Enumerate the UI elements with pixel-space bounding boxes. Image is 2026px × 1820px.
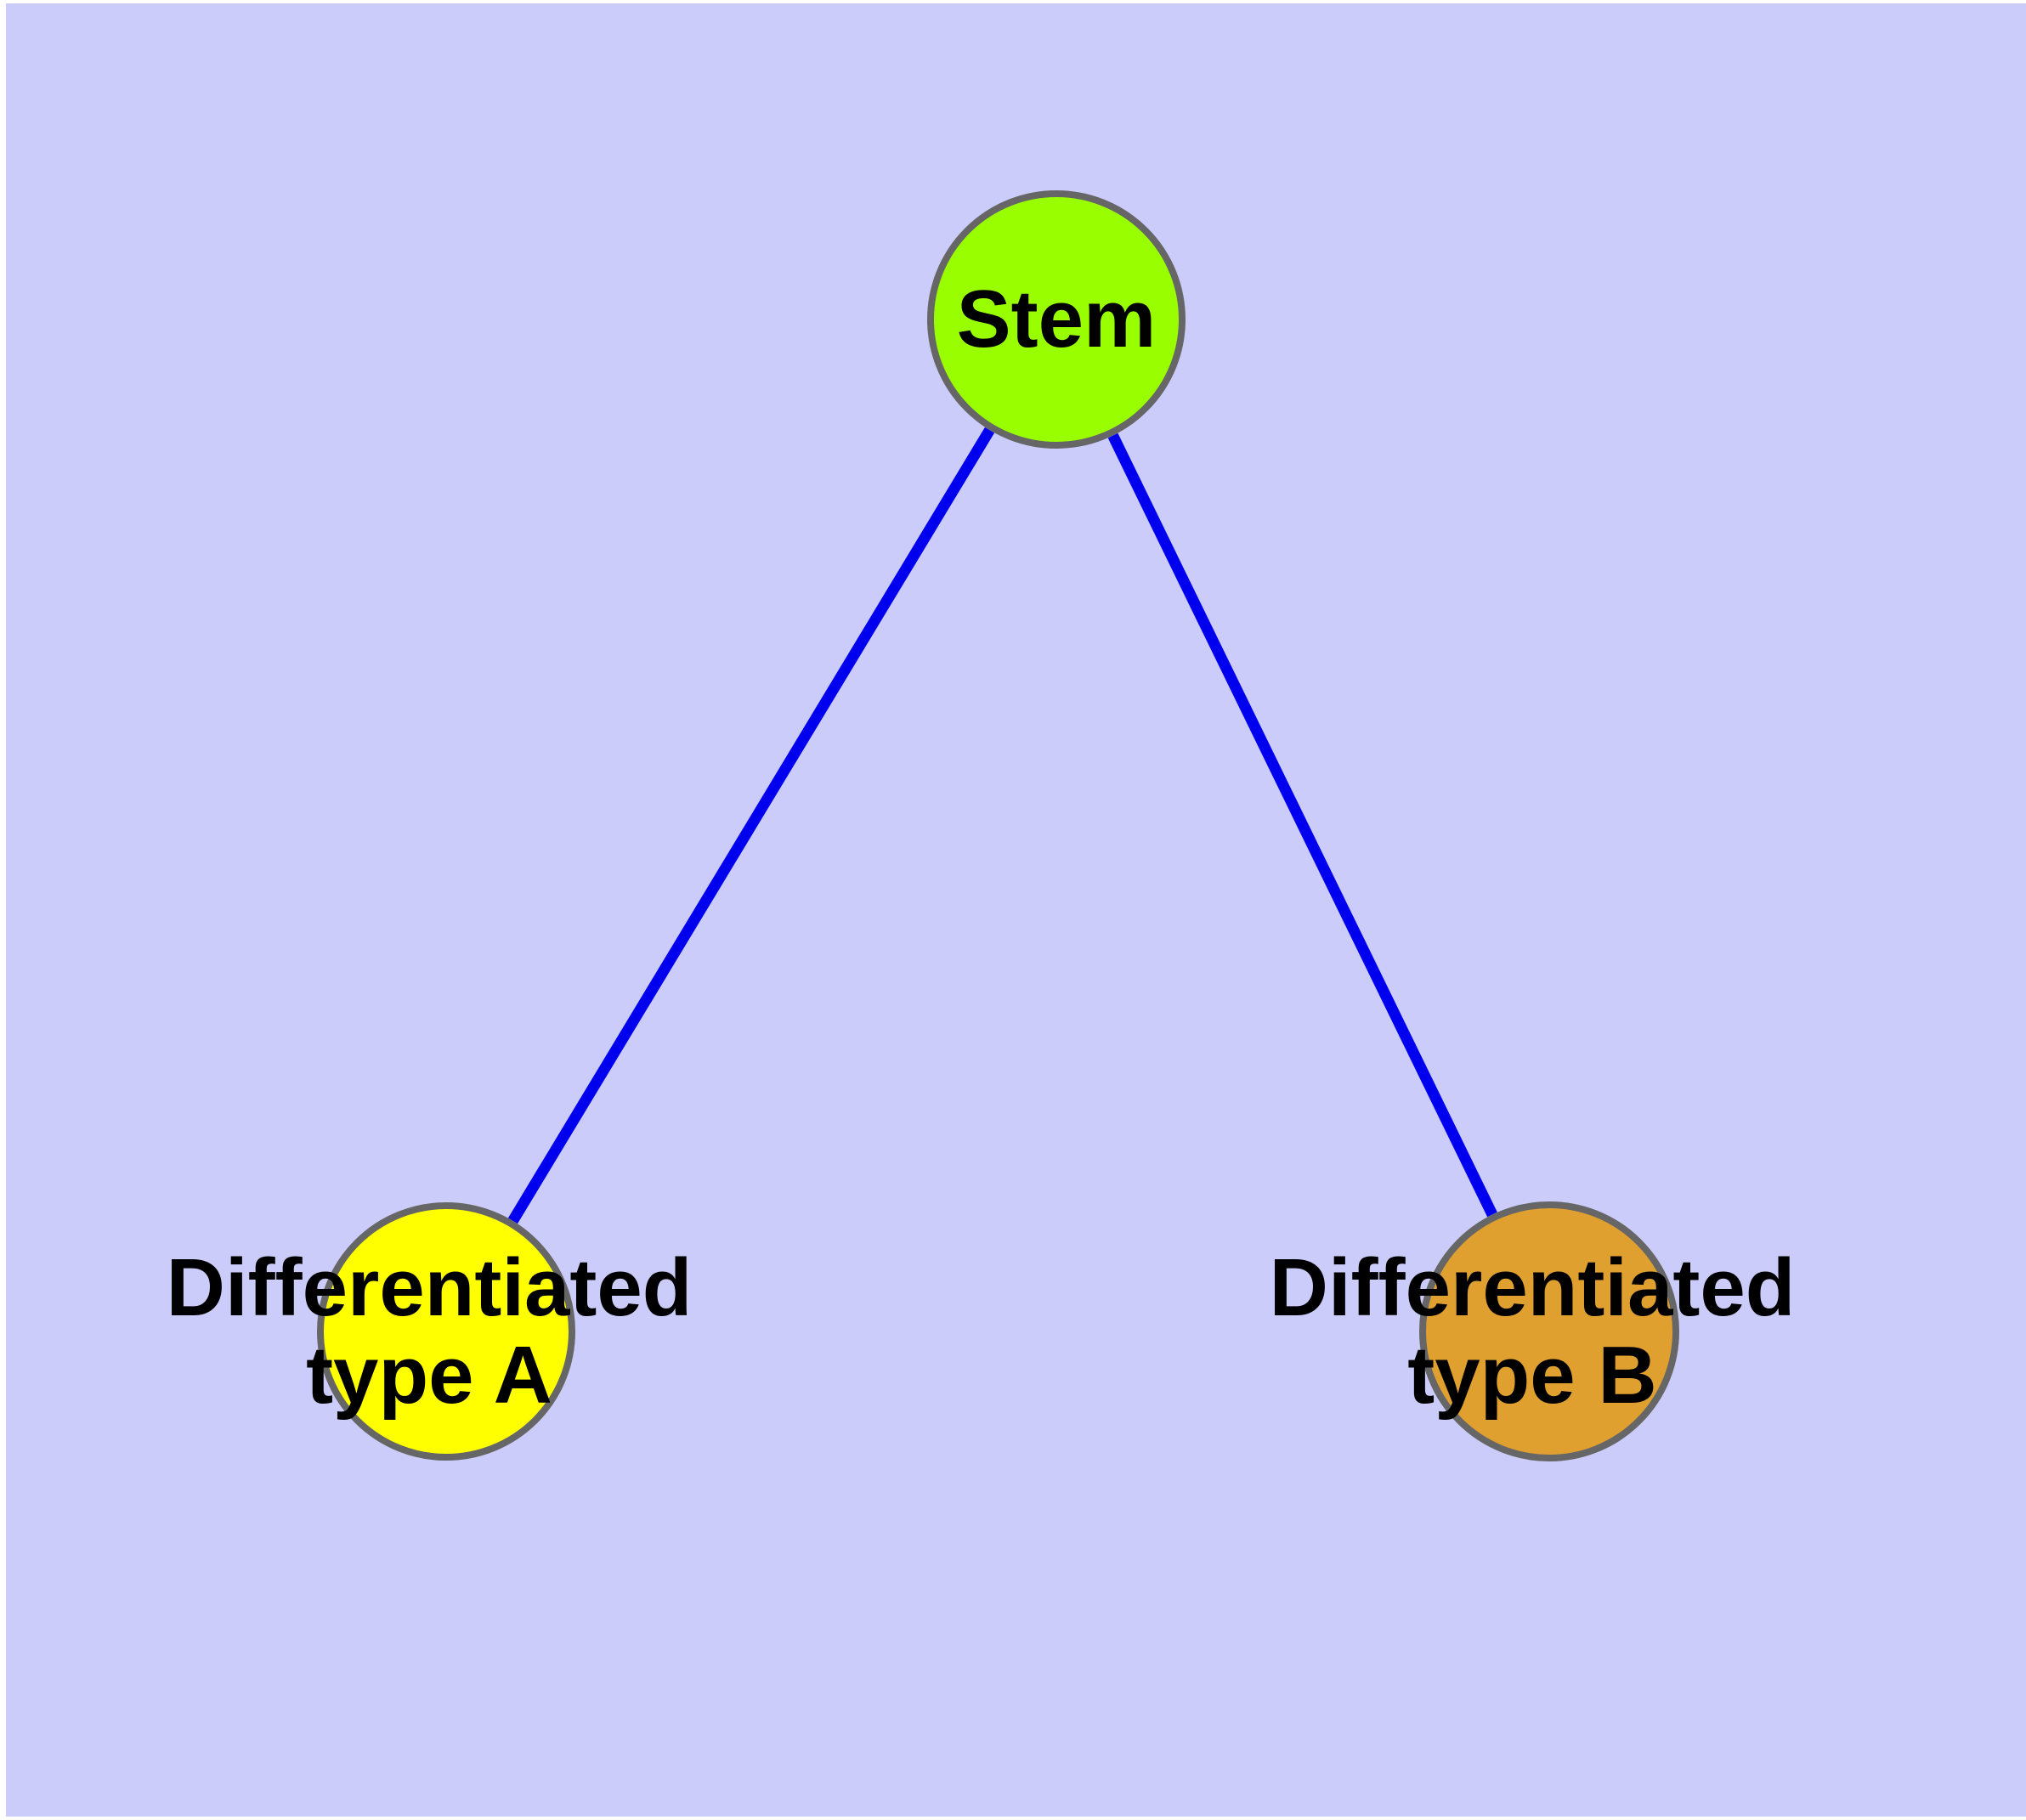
node-differentiated-type-b[interactable] xyxy=(1419,1201,1679,1461)
node-layer xyxy=(317,190,1679,1461)
edge-stem-to-differentiated-type-b[interactable] xyxy=(1107,432,1497,1218)
edge-stem-to-differentiated-type-a[interactable] xyxy=(507,427,995,1224)
graph-svg xyxy=(317,190,1679,1461)
node-stem[interactable] xyxy=(927,190,1186,449)
node-differentiated-type-a[interactable] xyxy=(317,1202,575,1461)
edge-layer xyxy=(507,427,1497,1224)
